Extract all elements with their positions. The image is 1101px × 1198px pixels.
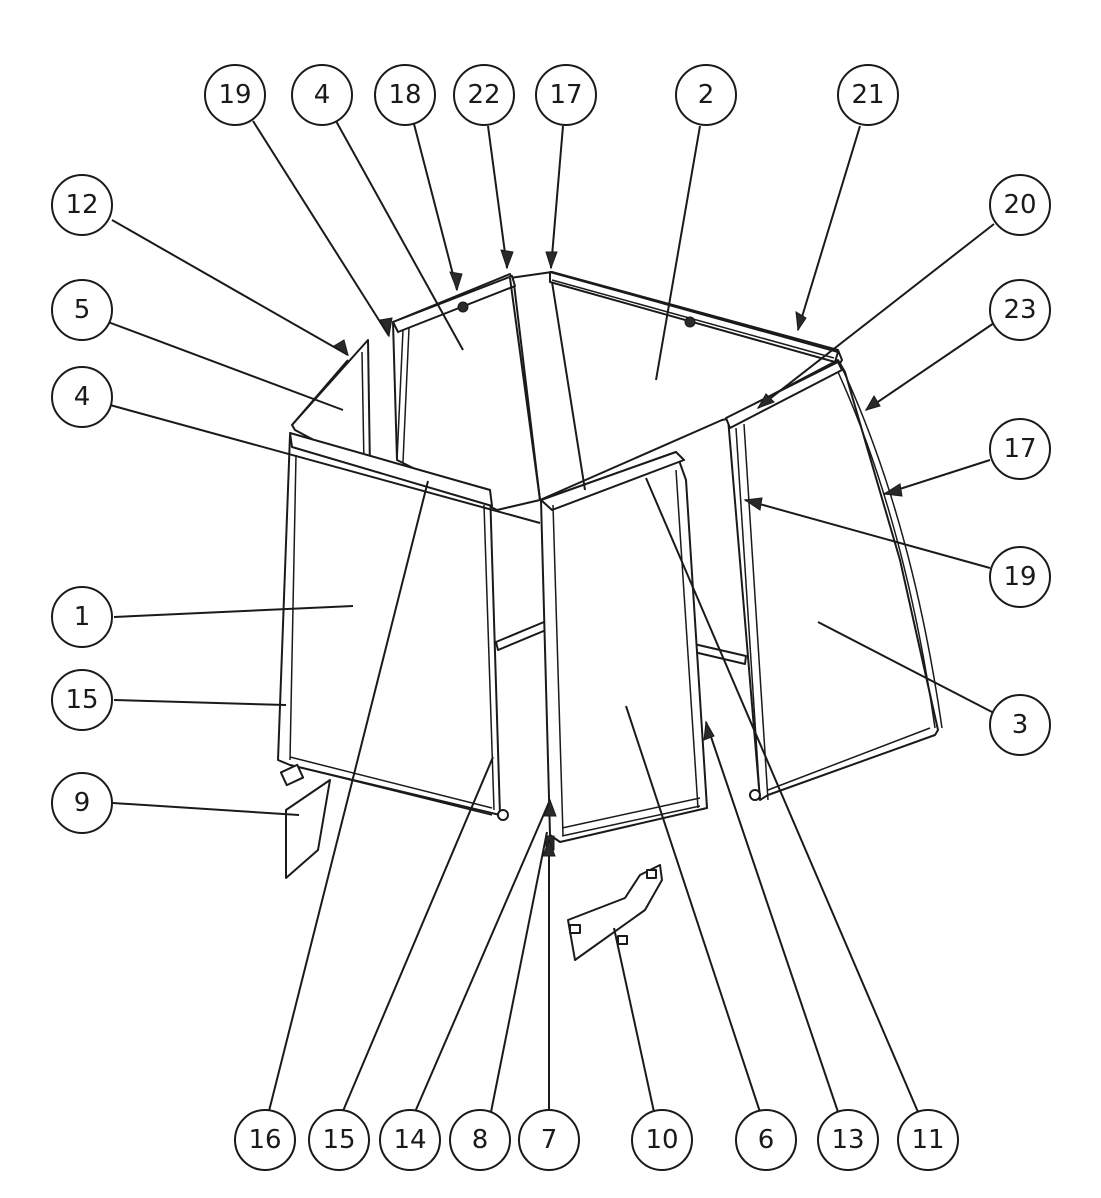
svg-text:9: 9: [74, 788, 91, 818]
balloon-16: 16: [234, 1109, 296, 1171]
svg-text:16: 16: [248, 1125, 281, 1155]
svg-text:7: 7: [541, 1125, 558, 1155]
svg-text:19: 19: [218, 80, 251, 110]
svg-text:3: 3: [1012, 710, 1029, 740]
svg-text:15: 15: [65, 685, 98, 715]
balloon-1: 1: [51, 586, 113, 648]
right-panel: [725, 359, 943, 801]
bottom-left-plate: [285, 779, 331, 879]
balloon-17-right: 17: [989, 418, 1051, 480]
svg-text:21: 21: [851, 80, 884, 110]
balloon-15-bottom: 15: [308, 1109, 370, 1171]
svg-text:14: 14: [393, 1125, 426, 1155]
balloon-6: 6: [735, 1109, 797, 1171]
leader-right-19: [744, 499, 991, 569]
leader-bot-8: [490, 831, 548, 1113]
balloon-23: 23: [989, 279, 1051, 341]
svg-text:12: 12: [65, 190, 98, 220]
svg-text:19: 19: [1003, 562, 1036, 592]
balloon-3: 3: [989, 694, 1051, 756]
leader-bot-14: [414, 799, 551, 1113]
callout-balloons: 19 4 18 22 17 2 21 12 5 4 1 15 9 20 23 1…: [51, 64, 1051, 1171]
balloon-13: 13: [817, 1109, 879, 1171]
balloon-15-left: 15: [51, 669, 113, 731]
balloon-9: 9: [51, 772, 113, 834]
leader-top-17: [550, 125, 564, 269]
leader-bot-13: [705, 721, 839, 1113]
svg-text:10: 10: [645, 1125, 678, 1155]
svg-text:8: 8: [472, 1125, 489, 1155]
leader-left-12-b: [291, 359, 349, 426]
leader-bot-15: [342, 756, 494, 1112]
leader-bot-11: [645, 477, 919, 1113]
svg-text:4: 4: [74, 382, 91, 412]
front-left-panel: [277, 432, 509, 821]
back-left-panel: [392, 273, 541, 511]
leader-bot-16: [268, 480, 429, 1112]
balloon-12: 12: [51, 174, 113, 236]
leader-top-2: [655, 125, 701, 381]
balloon-4-left: 4: [51, 366, 113, 428]
balloon-19-right: 19: [989, 546, 1051, 608]
balloon-10: 10: [631, 1109, 693, 1171]
leader-right-23: [865, 322, 995, 411]
balloon-18: 18: [374, 64, 436, 126]
svg-text:22: 22: [467, 80, 500, 110]
svg-text:23: 23: [1003, 295, 1036, 325]
svg-text:15: 15: [322, 1125, 355, 1155]
balloon-20: 20: [989, 174, 1051, 236]
balloon-19-top: 19: [204, 64, 266, 126]
balloon-4-top: 4: [291, 64, 353, 126]
balloon-21: 21: [837, 64, 899, 126]
balloon-5: 5: [51, 279, 113, 341]
leader-bot-6: [625, 705, 761, 1113]
svg-text:13: 13: [831, 1125, 864, 1155]
front-door-panel: [540, 451, 708, 851]
leader-top-22: [487, 125, 508, 269]
bottom-bracket-plate: [567, 864, 663, 961]
svg-text:17: 17: [1003, 434, 1036, 464]
svg-text:1: 1: [74, 602, 91, 632]
balloon-7: 7: [518, 1109, 580, 1171]
leader-top-22-b: [509, 277, 541, 501]
leader-left-15: [113, 699, 287, 706]
svg-text:20: 20: [1003, 190, 1036, 220]
balloon-8: 8: [449, 1109, 511, 1171]
leader-right-3: [817, 621, 993, 713]
assembly-parts: [277, 271, 943, 961]
leader-left-12: [111, 219, 349, 356]
balloon-11: 11: [897, 1109, 959, 1171]
svg-text:11: 11: [911, 1125, 944, 1155]
leader-right-17: [883, 459, 991, 495]
leader-top-19: [252, 120, 390, 337]
leader-bot-10: [613, 927, 655, 1113]
leader-left-5: [107, 321, 344, 411]
connecting-rods: [495, 621, 747, 665]
leader-lines: [107, 120, 995, 1113]
leader-top-17-b: [551, 281, 586, 491]
svg-text:4: 4: [314, 80, 331, 110]
leader-top-4: [335, 120, 464, 351]
leader-left-1: [113, 605, 354, 618]
leader-top-21: [797, 125, 861, 331]
balloon-2: 2: [675, 64, 737, 126]
balloon-17-top: 17: [535, 64, 597, 126]
leader-right-20: [757, 223, 995, 409]
balloon-14: 14: [379, 1109, 441, 1171]
balloon-22: 22: [453, 64, 515, 126]
svg-text:18: 18: [388, 80, 421, 110]
leader-top-18: [413, 123, 458, 291]
svg-text:6: 6: [758, 1125, 775, 1155]
leader-left-9: [112, 802, 300, 816]
svg-text:5: 5: [74, 295, 91, 325]
leader-left-4: [109, 404, 541, 524]
svg-text:2: 2: [698, 80, 715, 110]
svg-text:17: 17: [549, 80, 582, 110]
